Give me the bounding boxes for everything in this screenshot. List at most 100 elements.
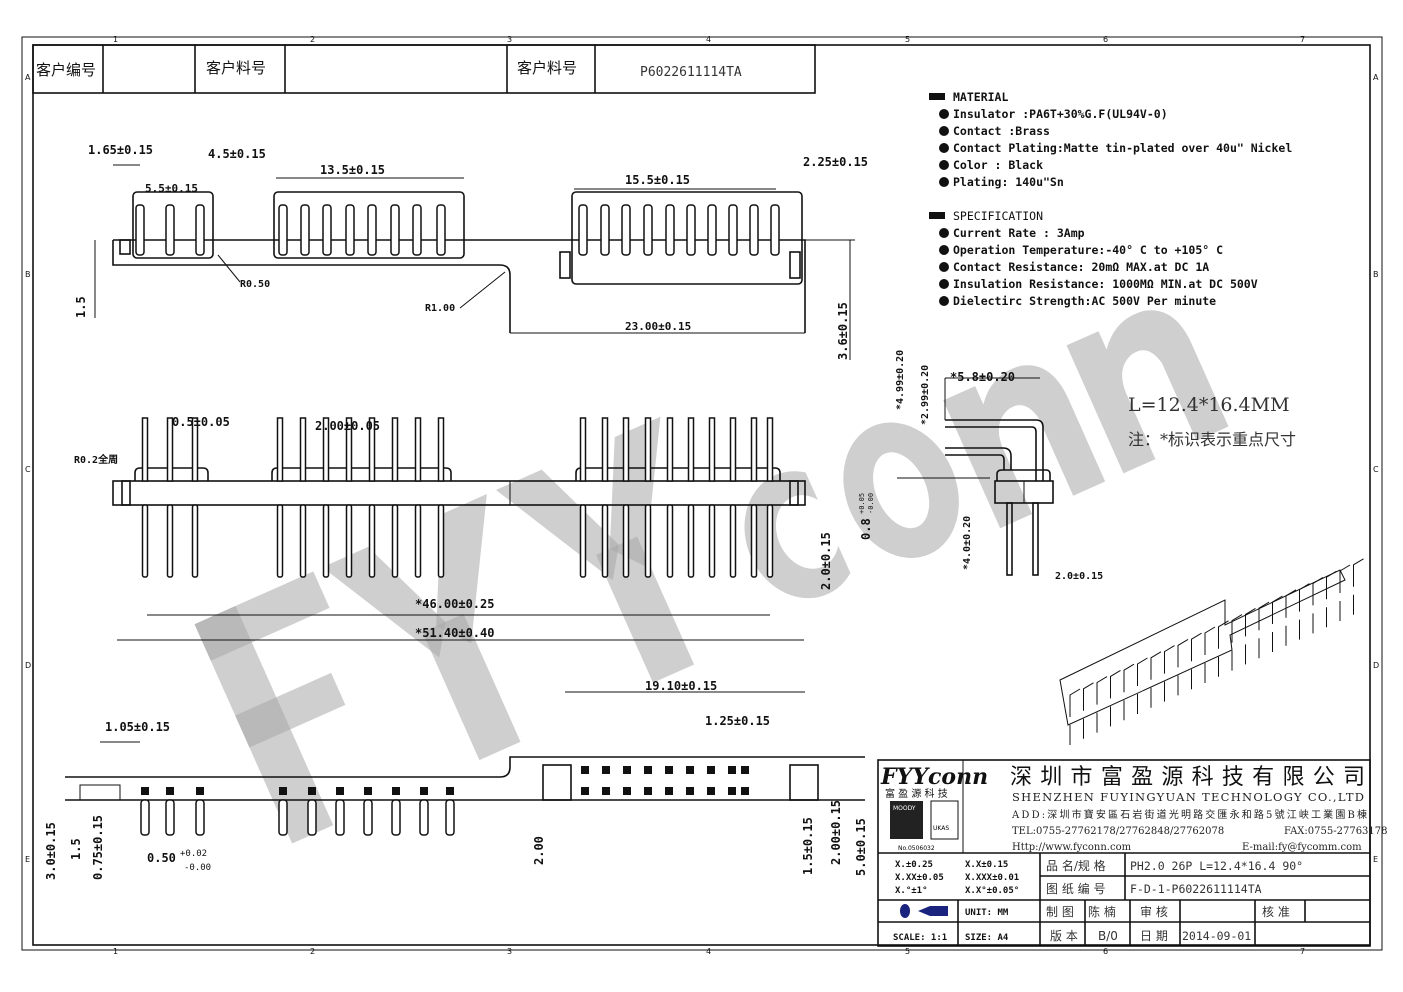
product-name-label: 品 名/规 格 — [1046, 858, 1106, 873]
bullet-icon — [939, 245, 949, 255]
grid-column-label: 3 — [507, 947, 512, 956]
pin — [195, 204, 205, 256]
iso-pin-bent — [1285, 589, 1297, 618]
projection-symbol-icon — [900, 904, 948, 918]
pin-square — [728, 787, 736, 795]
pin — [578, 204, 588, 256]
pin — [345, 204, 355, 256]
pin-upper — [276, 417, 284, 482]
pin — [363, 799, 373, 836]
logo-cn: 富 盈 源 科 技 — [885, 787, 948, 800]
dim-0-50: 0.50 — [147, 851, 176, 865]
size-label: SIZE: A4 — [965, 933, 1009, 943]
pin-upper — [750, 417, 758, 482]
outer-frame — [21, 36, 1383, 951]
pin-square — [446, 787, 454, 795]
dim-13-5: 13.5±0.15 — [320, 163, 385, 177]
date-label: 日 期 — [1140, 929, 1168, 943]
dim-3-0: 3.0±0.15 — [44, 822, 58, 880]
company-website: Http://www.fyconn.com — [1012, 842, 1132, 853]
side-view: *4.99±0.20 *2.99±0.20 *5.8±0.20 *4.0±0.2… — [895, 350, 1103, 582]
pin-square — [623, 787, 631, 795]
pin-upper — [322, 417, 330, 482]
dim-1-65: 1.65±0.15 — [88, 143, 153, 157]
iso-pin-bent — [1137, 657, 1148, 686]
iso-pin-bent — [1123, 663, 1135, 693]
iso-pin-bent — [1191, 632, 1202, 662]
pin-square — [665, 787, 673, 795]
dim-2-0: 2.0±0.15 — [819, 532, 833, 590]
dim-46-00: *46.00±0.25 — [415, 597, 494, 611]
pin — [728, 204, 738, 256]
pin-upper — [414, 417, 422, 482]
ukas-label: UKAS — [933, 825, 949, 832]
pin — [391, 799, 401, 836]
pin-upper — [666, 417, 674, 482]
pin-lower — [166, 504, 174, 578]
grid-column-label: 4 — [706, 35, 711, 44]
pin-square — [581, 787, 589, 795]
length-note: L=12.4*16.4MM — [1128, 394, 1290, 416]
pin-square — [707, 787, 715, 795]
dim-2-0-side: 2.0±0.15 — [1055, 571, 1103, 582]
company-address: ADD:深圳市寶安區石岩街道光明路交匯永和路5號江峡工業園B棟 — [1011, 808, 1367, 821]
grid-row-label: D — [1373, 661, 1379, 670]
pin-upper — [166, 417, 174, 482]
version-label: 版 本 — [1050, 929, 1078, 943]
drawn-label: 制 图 — [1046, 905, 1074, 919]
tolerance-2: X.X±0.15 — [965, 860, 1008, 870]
pin — [665, 204, 675, 256]
grid-column-label: 1 — [113, 35, 118, 44]
material-item: Color : Black — [953, 158, 1043, 172]
pin-square — [665, 766, 673, 774]
grid-row-label: D — [25, 661, 31, 670]
iso-pin-bent — [1231, 614, 1243, 643]
bullet-icon — [939, 262, 949, 272]
tolerance-6: X.X°±0.05° — [965, 886, 1019, 896]
material-item: Insulator :PA6T+30%G.F(UL94V-0) — [953, 107, 1168, 121]
customer-header: 客户编号 客户料号 客户料号 P6022611114TA — [32, 44, 816, 94]
bottom-view: 19.10±0.15 1.25±0.15 1.05±0.15 3.0±0.15 … — [44, 679, 868, 880]
pin-square — [141, 787, 149, 795]
specification-item: Current Rate : 3Amp — [953, 226, 1085, 240]
iso-pin-bent — [1245, 607, 1256, 637]
iso-pin-bent — [1069, 688, 1081, 717]
pin — [165, 204, 175, 256]
dim-0-50-plus: +0.02 — [180, 849, 207, 859]
pin — [770, 204, 780, 256]
dim-5-5: 5.5±0.15 — [145, 182, 198, 195]
tolerance-5: X.°±1° — [895, 886, 928, 896]
pin — [621, 204, 631, 256]
dim-3-6: 3.6±0.15 — [836, 302, 850, 360]
pin — [335, 799, 345, 836]
grid-row-label: C — [1373, 465, 1379, 474]
pin — [140, 799, 150, 836]
pin-lower — [391, 504, 399, 578]
grid-row-label: E — [1373, 855, 1378, 864]
pin-lower — [141, 504, 149, 578]
pin-square — [686, 787, 694, 795]
iso-body — [1059, 569, 1346, 726]
dim-23-00: 23.00±0.15 — [625, 320, 691, 333]
pin-upper — [601, 417, 609, 482]
grid-row-label: A — [25, 73, 31, 82]
pin-lower — [766, 504, 774, 578]
pin-square — [308, 787, 316, 795]
pin-square — [420, 787, 428, 795]
pin-lower — [322, 504, 330, 578]
pin — [707, 204, 717, 256]
pin-lower — [368, 504, 376, 578]
iso-pin-bent — [1258, 601, 1270, 631]
specification-heading: SPECIFICATION — [953, 209, 1043, 223]
company-email: E-mail:fy@fycomm.com — [1242, 842, 1362, 853]
dim-5-8: *5.8±0.20 — [950, 370, 1015, 384]
pin-square — [686, 766, 694, 774]
pin-upper — [579, 417, 587, 482]
pin-lower — [345, 504, 353, 578]
grid-column-label: 1 — [113, 947, 118, 956]
grid-column-label: 7 — [1300, 35, 1305, 44]
pin-square — [336, 787, 344, 795]
pin-square — [741, 766, 749, 774]
pin-lower — [579, 504, 587, 578]
